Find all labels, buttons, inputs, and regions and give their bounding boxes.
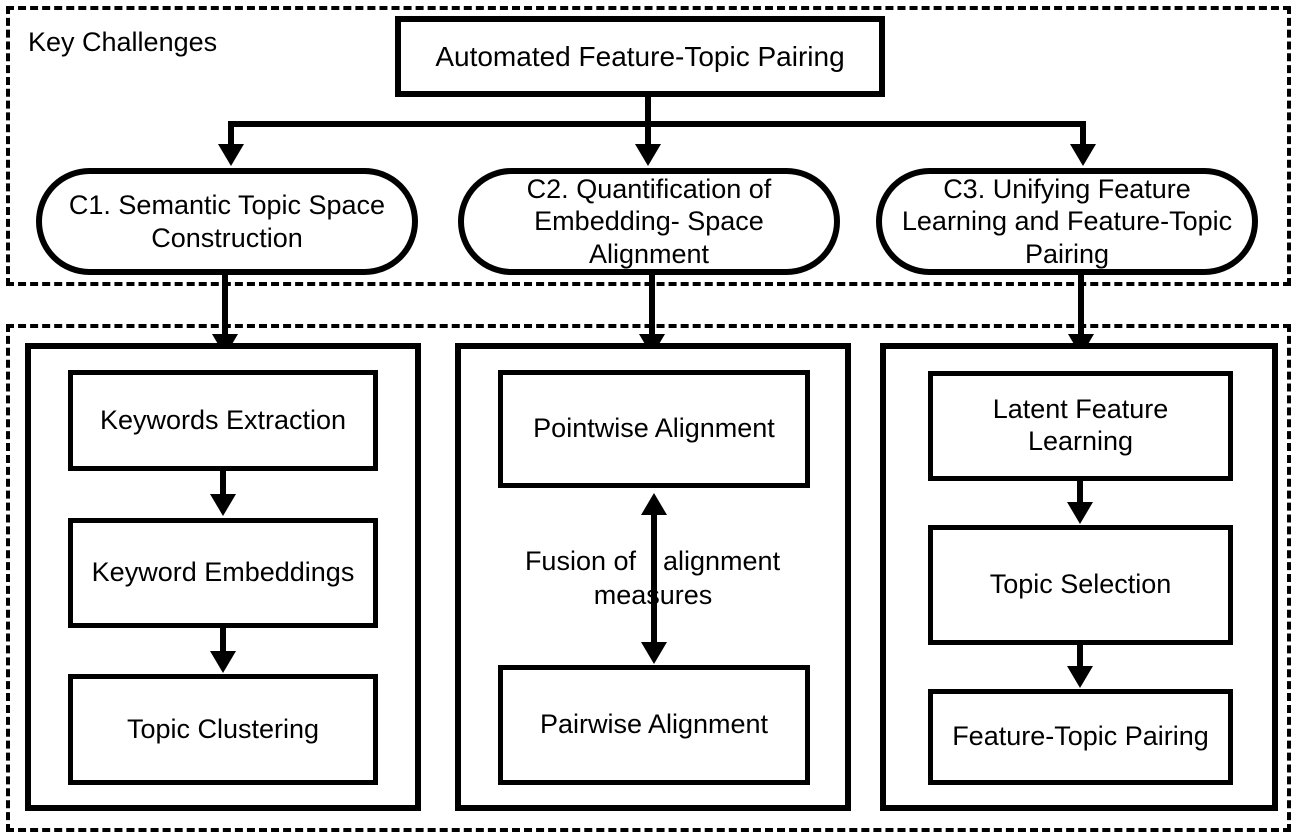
fusion-label-bottom: measures [593, 580, 713, 610]
arrowhead-c1 [218, 144, 244, 166]
connector-c2-to-column2 [649, 274, 655, 336]
step-box-keywords-extraction: Keywords Extraction [68, 370, 378, 471]
connector-c1-to-column1 [222, 274, 228, 336]
arrowhead-keyword-embeddings [210, 494, 236, 516]
arrowhead-topic-selection [1067, 502, 1093, 524]
challenge-node-c2: C2. Quantification of Embedding- Space A… [458, 168, 840, 275]
arrowhead-c3 [1070, 144, 1096, 166]
connector-keyword-embeddings-to-topic-clustering [220, 628, 226, 652]
branch-connector-c3 [1080, 121, 1086, 145]
solution-pipelines-group [6, 324, 1291, 832]
challenge-node-c1: C1. Semantic Topic Space Construction [36, 168, 418, 275]
fusion-label-right: alignment [663, 546, 781, 576]
arrowhead-c2 [635, 144, 661, 166]
connector-latent-feature-learning-to-topic-selection [1077, 481, 1083, 503]
step-box-pairwise-alignment: Pairwise Alignment [498, 665, 810, 785]
step-box-latent-feature-learning: Latent Feature Learning [928, 371, 1233, 481]
arrowhead-fusion-down [641, 642, 667, 664]
step-box-topic-selection: Topic Selection [928, 525, 1233, 645]
branch-connector-c1 [228, 121, 234, 145]
challenge-distribution-bus [228, 121, 1086, 127]
step-box-keyword-embeddings: Keyword Embeddings [68, 518, 378, 628]
root-node-automated-feature-topic-pairing: Automated Feature-Topic Pairing [395, 16, 885, 97]
arrowhead-topic-clustering [210, 651, 236, 673]
connector-keywords-extraction-to-keyword-embeddings [220, 471, 226, 495]
step-box-topic-clustering: Topic Clustering [68, 674, 378, 785]
key-challenges-group [6, 6, 1291, 286]
challenge-node-c3: C3. Unifying Feature Learning and Featur… [876, 168, 1258, 275]
connector-fusion-double-arrow [651, 512, 657, 645]
root-stem-connector [645, 97, 651, 126]
arrowhead-fusion-up [641, 493, 667, 515]
connector-c3-to-column3 [1078, 274, 1084, 336]
connector-topic-selection-to-feature-topic-pairing [1077, 645, 1083, 667]
arrowhead-feature-topic-pairing [1067, 666, 1093, 688]
key-challenges-caption: Key Challenges [28, 27, 218, 57]
step-box-pointwise-alignment: Pointwise Alignment [498, 370, 810, 488]
branch-connector-c2 [645, 121, 651, 145]
fusion-label-left: Fusion of [524, 546, 636, 576]
step-box-feature-topic-pairing: Feature-Topic Pairing [928, 689, 1233, 785]
